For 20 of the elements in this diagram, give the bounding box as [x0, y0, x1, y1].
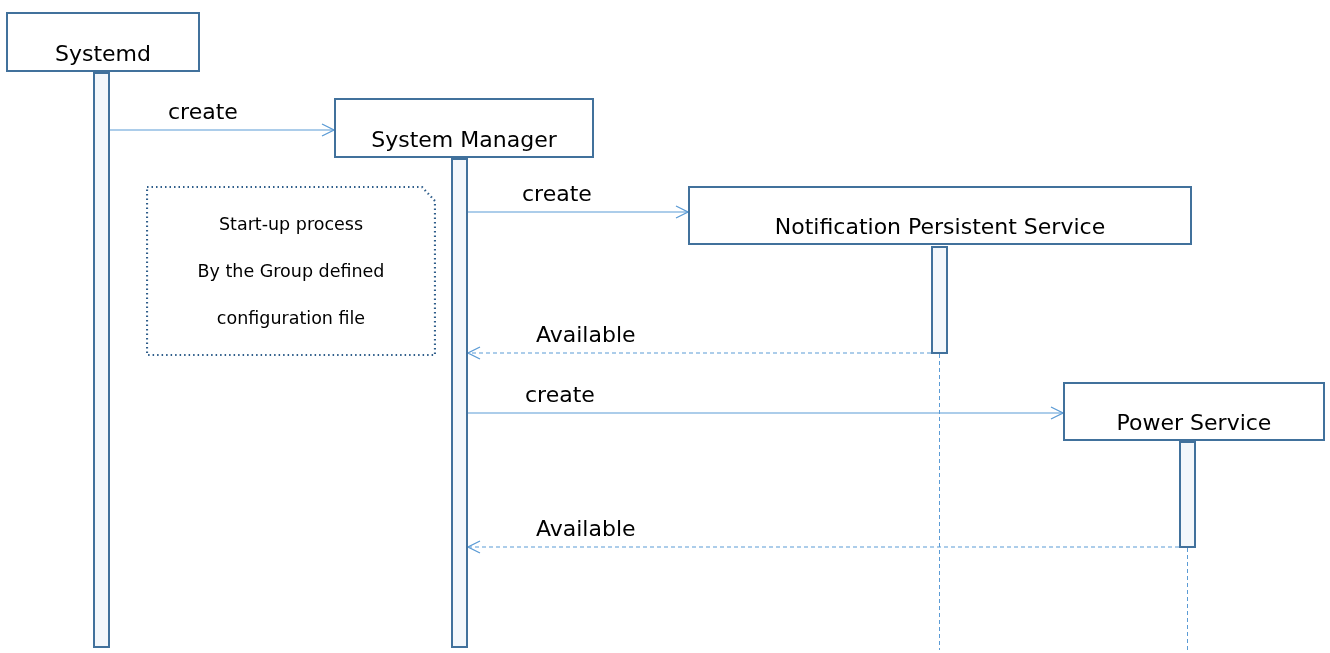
- participant-name: Power Service: [1116, 410, 1272, 435]
- lifeline-box: [1063, 382, 1325, 441]
- lifeline-box: [6, 12, 200, 72]
- note-box: [146, 186, 436, 356]
- activation-bar: [93, 72, 110, 648]
- message-arrow: [109, 123, 335, 137]
- message-arrow: [467, 205, 689, 219]
- activation-bar: [931, 246, 948, 354]
- participant-name: Notification Persistent Service: [774, 214, 1106, 239]
- lifeline-box: [334, 98, 594, 158]
- activation-bar: [1179, 441, 1196, 548]
- return-arrow: [467, 540, 1180, 554]
- note-text: Start-up process: [217, 212, 365, 236]
- participant-name: System Manager: [371, 127, 557, 152]
- activation-bar: [451, 158, 468, 648]
- lifeline-box: [688, 186, 1192, 245]
- return-arrow: [467, 346, 932, 360]
- note-text: By the Group defined configuration file: [196, 259, 386, 330]
- message-arrow: [467, 406, 1064, 420]
- participant-name: Systemd: [55, 41, 151, 66]
